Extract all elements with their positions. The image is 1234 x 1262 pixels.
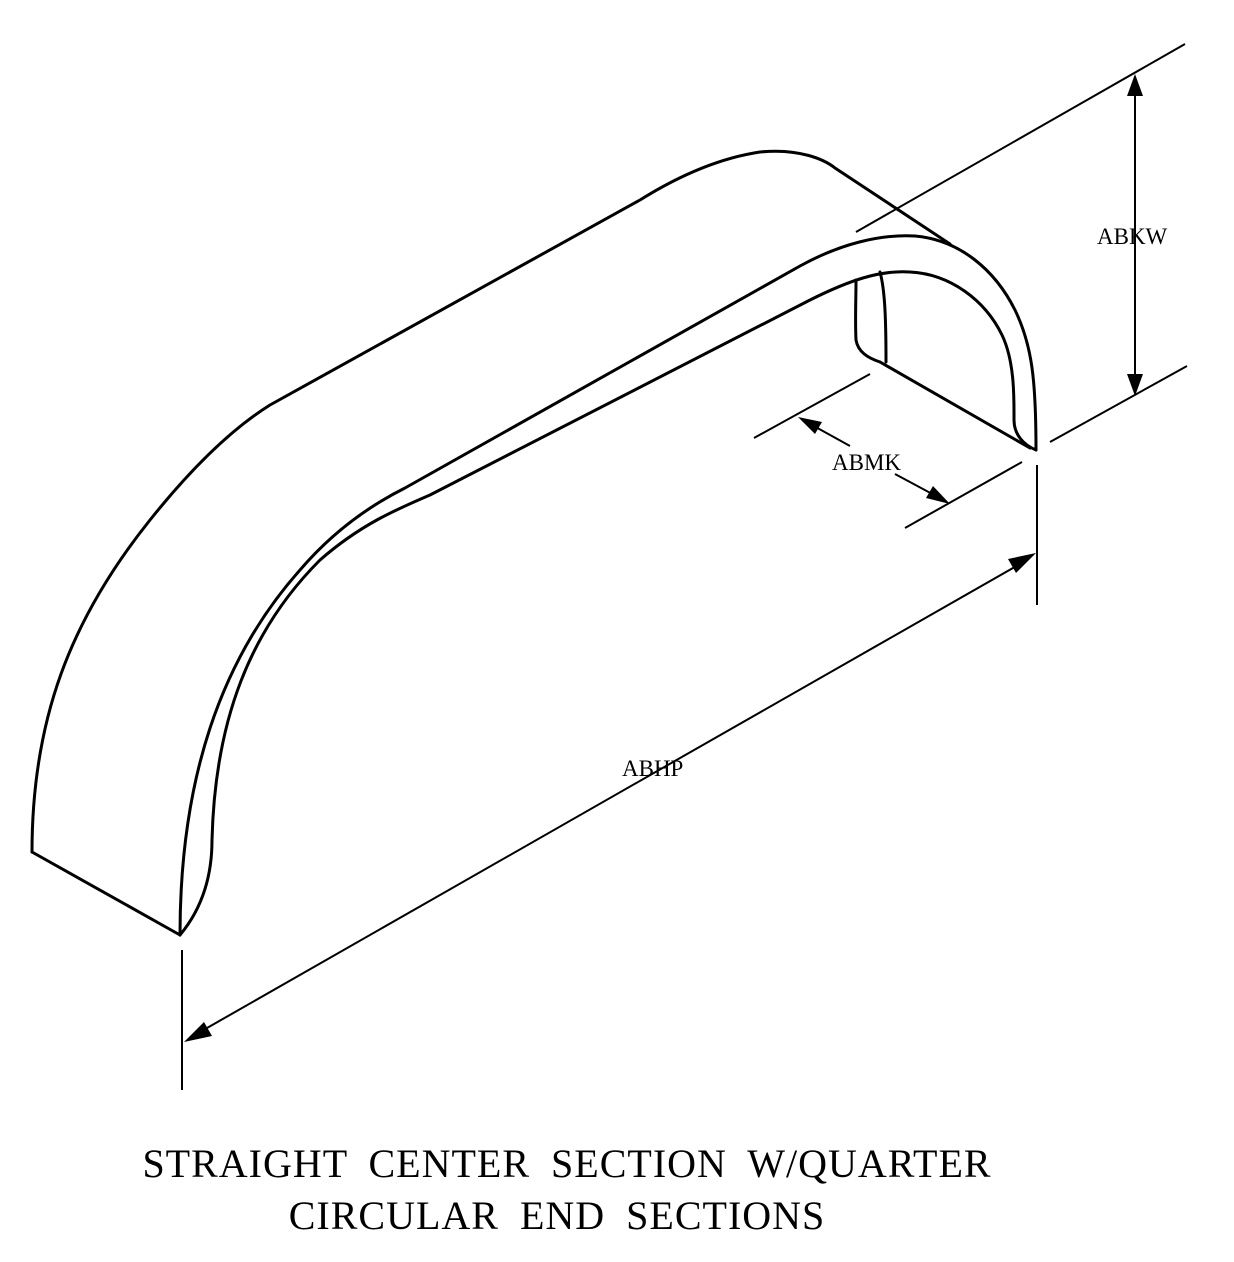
abmk-leader-right <box>894 473 937 497</box>
abkw-extension-bottom <box>1049 365 1188 443</box>
caption-line-1: STRAIGHT CENTER SECTION W/QUARTER <box>142 1141 992 1186</box>
fender-left-end-bottom <box>30 850 182 937</box>
fender-right-inner-face-2 <box>878 270 888 364</box>
abmk-arrow-left <box>798 417 822 434</box>
abhp-arrow-left <box>184 1022 212 1042</box>
fender-front-outer-edge <box>178 234 1038 937</box>
fender-right-end-bottom <box>878 360 1032 450</box>
abhp-label: ABHP <box>622 756 683 781</box>
dimension-abmk: ABMK <box>753 373 1023 529</box>
abhp-arrow-right <box>1008 553 1036 573</box>
fender-outline <box>30 149 1038 937</box>
caption-line-2: CIRCULAR END SECTIONS <box>288 1193 826 1238</box>
abmk-extension-right <box>904 461 1023 529</box>
abkw-arrow-bottom <box>1127 374 1143 396</box>
fender-right-inner-face <box>854 278 882 364</box>
abmk-arrow-right <box>926 486 950 504</box>
abhp-dimension-line <box>199 563 1021 1033</box>
abkw-arrow-top <box>1127 74 1143 96</box>
dimension-abkw: ABKW <box>855 43 1188 443</box>
abmk-extension-left <box>753 373 871 439</box>
dimension-abhp: ABHP <box>181 465 1038 1090</box>
abkw-label: ABKW <box>1097 224 1168 249</box>
abkw-extension-top <box>855 43 1186 233</box>
fender-outer-top-edge <box>30 149 952 854</box>
fender-inner-lip-edge <box>178 270 1038 937</box>
abmk-label: ABMK <box>832 450 901 475</box>
abmk-leader-left <box>811 424 851 447</box>
